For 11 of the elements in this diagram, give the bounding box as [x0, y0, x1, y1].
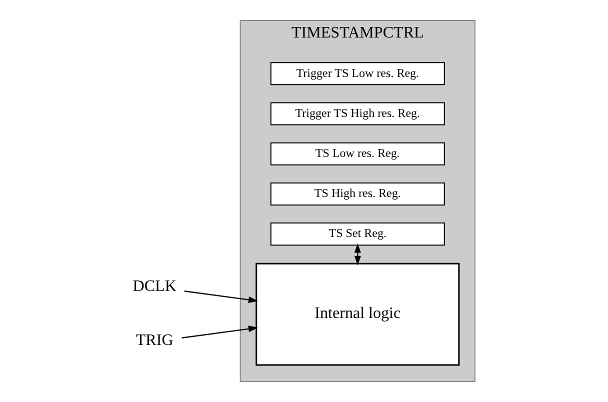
node-box: TS Low res. Reg. [270, 142, 445, 166]
node-text: TRIG [136, 332, 174, 350]
node-box: Internal logic [256, 262, 460, 366]
node-box: Trigger TS High res. Reg. [270, 102, 445, 126]
node-box: Trigger TS Low res. Reg. [270, 62, 445, 86]
node-box: TS High res. Reg. [270, 182, 445, 206]
node-box: TS Set Reg. [270, 222, 445, 246]
node-text: DCLK [132, 278, 176, 296]
arrow [354, 243, 361, 266]
arrow [184, 290, 258, 304]
arrow [182, 326, 258, 338]
